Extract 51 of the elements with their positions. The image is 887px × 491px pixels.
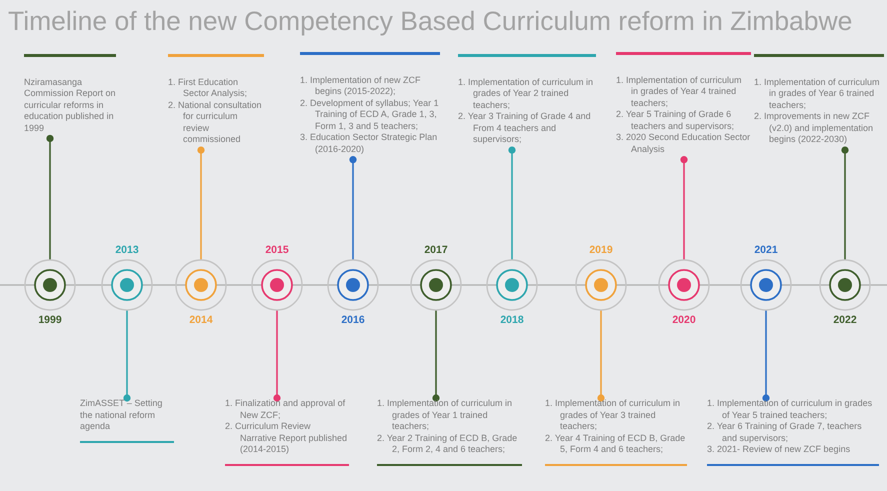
stem-line bbox=[197, 146, 205, 260]
stem-line bbox=[432, 310, 440, 402]
stem-line bbox=[508, 146, 516, 260]
list-item: Nziramasanga Commission Report on curricular reforms in education published in 1999 bbox=[24, 76, 116, 134]
stem-line bbox=[123, 310, 131, 402]
year-label: 2018 bbox=[500, 313, 524, 327]
list-item: 1. Implementation of new ZCF begins (2015-2022); bbox=[300, 74, 422, 98]
year-label: 2014 bbox=[189, 313, 213, 327]
list-item: 3. Education Sector Strategic Plan (2016-2020) bbox=[300, 132, 438, 156]
list-item: 1. Implementation of curriculum in grades of Year 1 trained teachers; bbox=[377, 398, 514, 433]
stem-line bbox=[46, 134, 54, 260]
stem-line bbox=[841, 146, 849, 260]
list-item: 1. First Education Sector Analysis; bbox=[168, 76, 248, 100]
list-item: 2. Year 2 Training of ECD B, Grade 2, Form 2, 4 and 6 teachers; bbox=[377, 432, 518, 456]
list-item: 1. Finalization and approval of New ZCF; bbox=[225, 398, 346, 422]
list-item: 3. 2020 Second Education Sector Analysis bbox=[616, 132, 751, 156]
year-label: 2016 bbox=[341, 313, 365, 327]
year-label: 2021 bbox=[754, 243, 778, 257]
year-label: 1999 bbox=[38, 313, 62, 327]
list-item: 3. 2021- Review of new ZCF begins bbox=[707, 444, 852, 456]
list-item: 1. Implementation of curriculum in grades of Year 2 trained teachers; bbox=[458, 76, 594, 112]
stem-line bbox=[273, 310, 281, 402]
list-item: 2. Year 6 Training of Grade 7, teachers and supervisors; bbox=[707, 421, 863, 444]
list-item: ZimASSET – Setting the national reform agenda bbox=[80, 398, 164, 433]
list-item: 1. Implementation of curriculum in grades of Year 3 trained teachers; bbox=[545, 398, 682, 433]
stem-line bbox=[680, 156, 688, 260]
list-item: 2. Development of syllabus; Year 1 Training of ECD A, Grade 1, 3, Form 1, 3 and 5 teachers; bbox=[300, 98, 440, 132]
year-label: 2013 bbox=[115, 243, 139, 257]
year-marker bbox=[408, 243, 464, 313]
year-label: 2017 bbox=[424, 243, 448, 257]
list-item: 2. Year 5 Training of Grade 6 teachers and supervisors; bbox=[616, 109, 736, 132]
list-item: 2. Improvements in new ZCF (v2.0) and implementation begins (2022-2030) bbox=[754, 111, 874, 146]
year-marker bbox=[249, 243, 305, 313]
stem-line bbox=[349, 156, 357, 260]
list-item: 1. Implementation of curriculum in grades of Year 4 trained teachers; bbox=[616, 74, 743, 110]
title: Timeline of the new Competency Based Curriculum reform in Zimbabwe bbox=[8, 6, 852, 37]
list-item: 1. Implementation of curriculum in grades of Year 5 trained teachers; bbox=[707, 398, 874, 422]
stem-line bbox=[597, 310, 605, 402]
list-item: 2. Year 4 Training of ECD B, Grade 5, Form 4 and 6 teachers; bbox=[545, 432, 686, 456]
year-label: 2015 bbox=[265, 243, 289, 257]
year-marker bbox=[738, 243, 794, 313]
year-marker bbox=[99, 243, 155, 313]
list-item: 2. Curriculum Review Narrative Report published (2014-2015) bbox=[225, 421, 348, 456]
year-label: 2020 bbox=[672, 313, 696, 327]
list-item: 2. National consultation for curriculum review commissioned bbox=[168, 100, 263, 146]
stem-line bbox=[762, 310, 770, 402]
year-marker bbox=[573, 243, 629, 313]
list-item: 1. Implementation of curriculum in grades of Year 6 trained teachers; bbox=[754, 76, 881, 112]
year-label: 2019 bbox=[589, 243, 613, 257]
year-label: 2022 bbox=[833, 313, 857, 327]
list-item: 2. Year 3 Training of Grade 4 and From 4 teachers and supervisors; bbox=[458, 111, 592, 146]
